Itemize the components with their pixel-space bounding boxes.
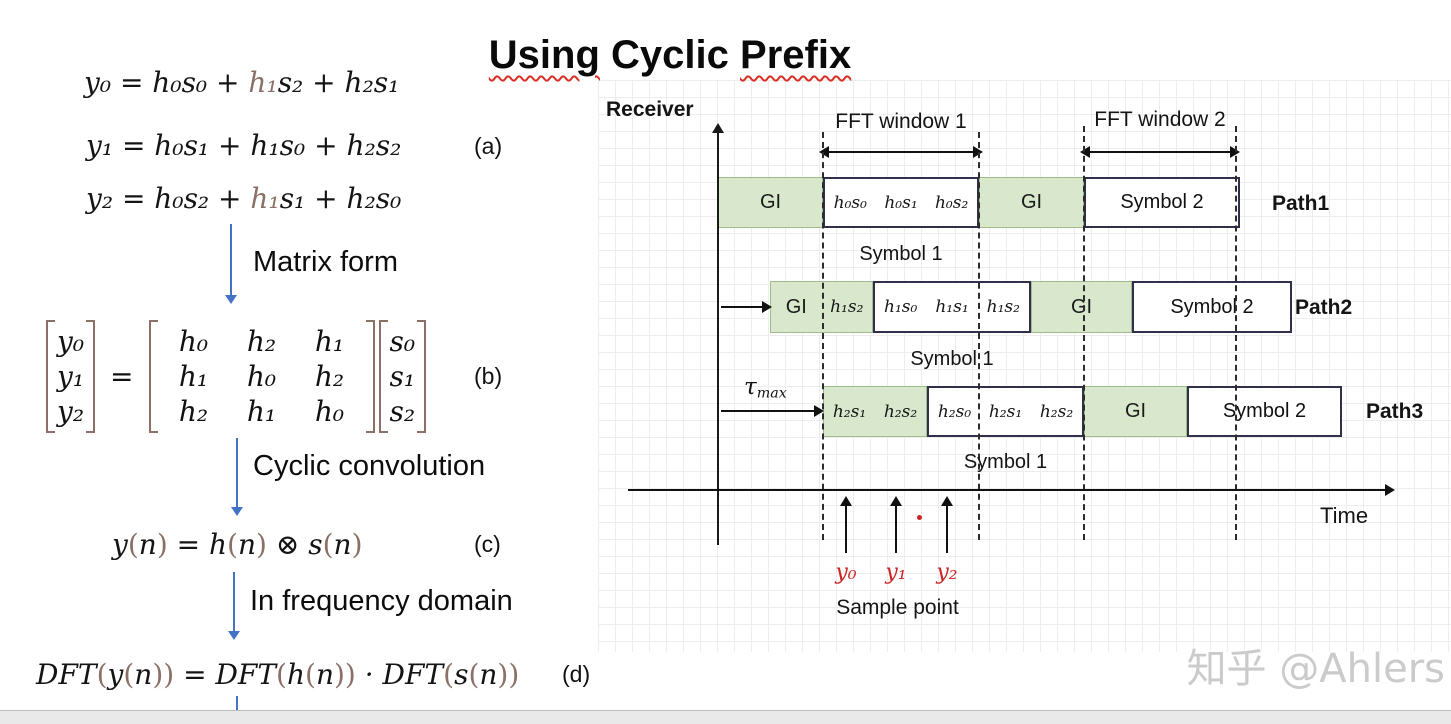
- arrow-right-icon: [814, 405, 824, 417]
- tau-max-label: τmax: [744, 374, 787, 402]
- grid-background: [598, 80, 1451, 652]
- path2-gi-block-2: GI: [1031, 281, 1132, 333]
- path3-symbol1-label: Symbol 1: [963, 451, 1048, 473]
- equation-a-line-3: y₂ = h₀s₂ + h₁s₁ + h₂s₀: [86, 182, 402, 215]
- fft-window-1-span-arrow: [819, 146, 983, 158]
- tau-max-arrow: [721, 405, 824, 417]
- matrix-form-label: Matrix form: [253, 246, 398, 278]
- dashed-line-fft2-left: [1083, 126, 1085, 540]
- sample-point-caption: Sample point: [836, 596, 959, 619]
- path1-symbol1-label: Symbol 1: [859, 243, 943, 265]
- path2-symbol2-box: Symbol 2: [1132, 281, 1292, 333]
- sample-arrow-y0: [840, 496, 852, 553]
- watermark: 知乎 @Ahlers: [1186, 646, 1445, 692]
- path1-label: Path1: [1272, 192, 1330, 215]
- time-label: Time: [1320, 503, 1369, 528]
- path1-symbol2-box: Symbol 2: [1084, 177, 1240, 228]
- fft-window-1-label: FFT window 1: [835, 110, 967, 133]
- flow-arrow-cyclic-conv: [231, 438, 243, 516]
- matrix-equation: y₀ y₁ y₂ = h₀ h₂ h₁ h₁ h₀ h₂ h₂ h₁ h₀ s₀…: [46, 320, 426, 433]
- arrow-right-icon: [1385, 484, 1395, 496]
- y-vector: y₀ y₁ y₂: [46, 320, 96, 433]
- receiver-axis: [712, 123, 724, 545]
- flow-arrow-stub: [236, 696, 238, 711]
- sample-arrow-y2: [941, 496, 953, 553]
- s-vector: s₀ s₁ s₂: [378, 320, 427, 433]
- arrow-down-icon: [228, 631, 240, 640]
- bottom-bar: [0, 710, 1451, 724]
- dashed-line-fft2-right: [1235, 126, 1237, 540]
- time-axis: [628, 484, 1395, 496]
- equation-d-tag: (d): [562, 661, 591, 687]
- receiver-label: Receiver: [606, 98, 694, 121]
- sample-arrow-y1: [890, 496, 902, 553]
- path2-label: Path2: [1295, 296, 1353, 319]
- equation-c: y(n) = h(n) ⊗ s(n): [112, 528, 363, 561]
- path1-gi-block-2: GI: [979, 177, 1084, 228]
- equation-d: DFT(y(n)) = DFT(h(n)) · DFT(s(n)): [36, 658, 520, 691]
- equation-c-tag: (c): [474, 531, 501, 557]
- arrow-down-icon: [225, 295, 237, 304]
- path3-gi-block: GI: [1084, 386, 1187, 437]
- page-title: Using Cyclic Prefix: [430, 33, 910, 78]
- arrow-down-icon: [231, 507, 243, 516]
- cyclic-convolution-label: Cyclic convolution: [253, 450, 486, 482]
- path3-label: Path3: [1366, 400, 1424, 423]
- h-matrix: h₀ h₂ h₁ h₁ h₀ h₂ h₂ h₁ h₀: [148, 320, 375, 433]
- flow-arrow-matrix-form: [225, 224, 237, 304]
- arrow-left-icon: [1080, 146, 1090, 158]
- equals-sign: =: [110, 360, 134, 393]
- equation-a-line-1: y₀ = h₀s₀ + h₁s₂ + h₂s₁: [84, 66, 400, 99]
- equation-a-tag: (a): [474, 133, 503, 159]
- path2-symbol1-label: Symbol 1: [910, 348, 994, 370]
- arrow-right-icon: [762, 301, 772, 313]
- equation-a-line-2: y₁ = h₀s₁ + h₁s₀ + h₂s₂: [86, 129, 402, 162]
- red-dot-marker: [917, 515, 922, 520]
- fft-window-2-label: FFT window 2: [1094, 108, 1226, 131]
- path2-delay-arrow: [721, 301, 772, 313]
- path1-gi-block-1: GI: [718, 177, 823, 228]
- arrow-left-icon: [819, 146, 829, 158]
- arrow-up-icon: [712, 123, 724, 133]
- equation-b-tag: (b): [474, 363, 503, 389]
- fft-window-2-span-arrow: [1080, 146, 1240, 158]
- flow-arrow-freq-domain: [228, 572, 240, 640]
- title-word-using: Using: [488, 32, 600, 77]
- frequency-domain-label: In frequency domain: [250, 585, 513, 617]
- path3-symbol2-box: Symbol 2: [1187, 386, 1342, 437]
- sample-label-y2: y₂: [936, 560, 958, 585]
- sample-label-y0: y₀: [835, 560, 857, 585]
- dashed-line-fft1-right: [978, 132, 980, 540]
- title-word-prefix: Prefix: [740, 32, 852, 77]
- title-word-cyclic: Cyclic: [611, 32, 729, 77]
- dashed-line-fft1-left: [822, 132, 824, 540]
- sample-label-y1: y₁: [885, 560, 907, 585]
